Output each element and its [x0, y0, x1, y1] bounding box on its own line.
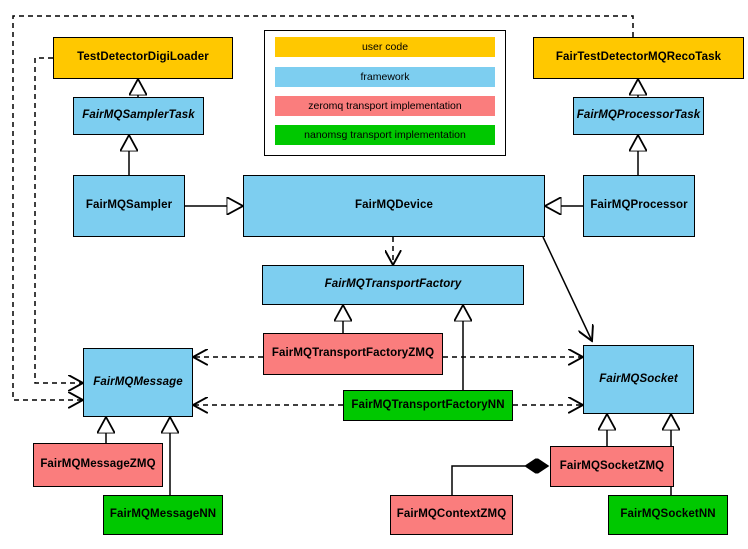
class-node-fairmqsocketzmq[interactable]: FairMQSocketZMQ — [550, 446, 674, 487]
class-node-fairmqmessage[interactable]: FairMQMessage — [83, 348, 193, 417]
class-node-fairmqmessagezmq[interactable]: FairMQMessageZMQ — [33, 443, 163, 487]
class-node-fairmqtransportfactoryzmq[interactable]: FairMQTransportFactoryZMQ — [263, 333, 443, 375]
class-node-fairmqmessagenn[interactable]: FairMQMessageNN — [103, 495, 223, 535]
class-node-fairmqsamplertask[interactable]: FairMQSamplerTask — [73, 97, 204, 135]
class-node-testdetectordigiloader[interactable]: TestDetectorDigiLoader — [53, 37, 233, 79]
edge-recotask-message — [12, 15, 634, 400]
class-node-fairmqsampler[interactable]: FairMQSampler — [73, 175, 185, 237]
class-node-fairmqsocketnn[interactable]: FairMQSocketNN — [608, 495, 728, 535]
legend-item-user-code: user code — [275, 37, 495, 57]
legend-item-framework: framework — [275, 67, 495, 87]
class-node-fairmqdevice[interactable]: FairMQDevice — [243, 175, 545, 237]
legend-item-zeromq: zeromq transport implementation — [275, 96, 495, 116]
class-node-fairmqprocessortask[interactable]: FairMQProcessorTask — [573, 97, 704, 135]
edge-digiloader-message — [34, 57, 83, 383]
class-node-fairtestdetectormqrecotask[interactable]: FairTestDetectorMQRecoTask — [533, 37, 744, 79]
edge-socketzmq-contextzmq — [451, 466, 548, 495]
class-node-fairmqcontextzmq[interactable]: FairMQContextZMQ — [390, 495, 513, 535]
class-node-fairmqsocket[interactable]: FairMQSocket — [583, 345, 694, 414]
legend-item-nanomsg: nanomsg transport implementation — [275, 125, 495, 145]
edge-device-socket — [542, 236, 592, 341]
class-node-fairmqtransportfactory[interactable]: FairMQTransportFactory — [262, 265, 524, 305]
class-node-fairmqprocessor[interactable]: FairMQProcessor — [583, 175, 695, 237]
class-node-fairmqtransportfactorynn[interactable]: FairMQTransportFactoryNN — [343, 390, 513, 421]
